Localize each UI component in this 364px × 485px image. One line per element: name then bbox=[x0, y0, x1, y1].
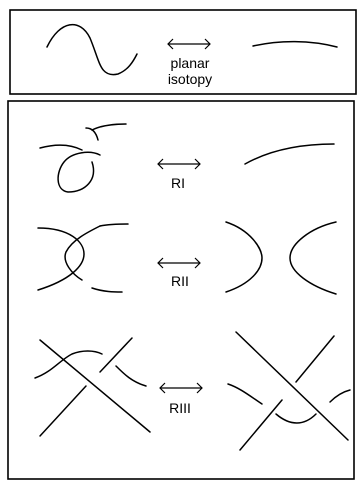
ri-right-arc bbox=[244, 143, 335, 165]
planar-isotopy-label-line1: planar bbox=[171, 55, 210, 71]
planar-isotopy-arrow bbox=[167, 38, 211, 50]
planar-isotopy-left-curve bbox=[46, 23, 138, 76]
ri-left-kink bbox=[39, 123, 127, 193]
ri-arrow bbox=[157, 158, 201, 170]
riii-right-tangle bbox=[227, 331, 351, 451]
riii-arrow bbox=[159, 382, 203, 394]
rii-left-tangle bbox=[37, 223, 129, 293]
rii-arrow bbox=[157, 257, 201, 269]
planar-isotopy-label-line2: isotopy bbox=[168, 71, 212, 87]
rii-label: RII bbox=[171, 273, 189, 289]
riii-label: RIII bbox=[169, 400, 191, 416]
planar-isotopy-right-curve bbox=[252, 40, 338, 48]
reidemeister-panel bbox=[7, 100, 355, 480]
ri-label: RI bbox=[171, 175, 185, 191]
riii-left-tangle bbox=[34, 337, 151, 437]
rii-right-arcs bbox=[225, 221, 337, 295]
planar-isotopy-panel bbox=[9, 9, 357, 95]
